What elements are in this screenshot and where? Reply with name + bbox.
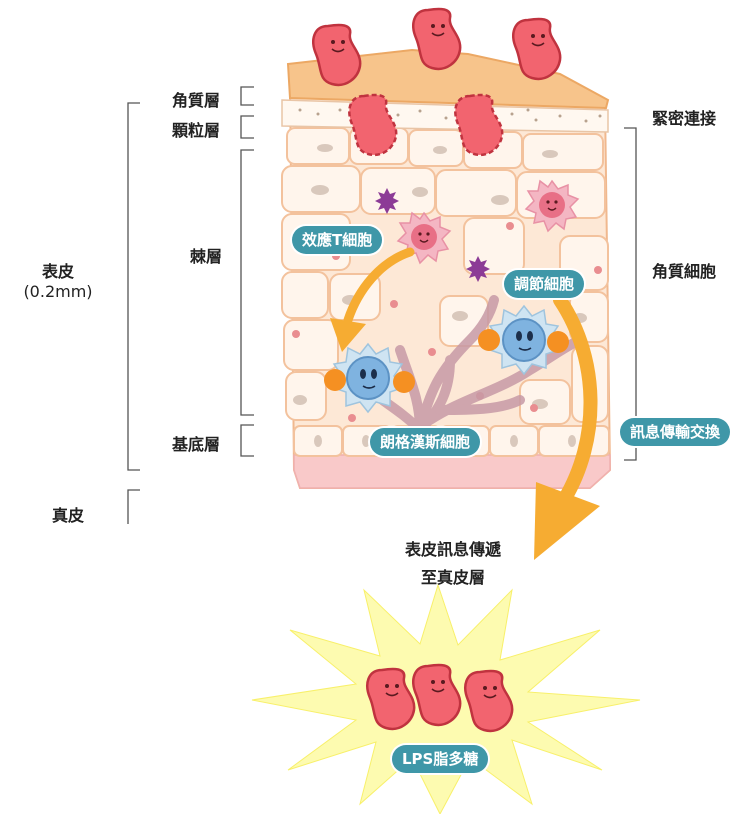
layer-brackets [127, 86, 637, 524]
pill-regulatory-cell: 調節細胞 [504, 270, 585, 298]
arrow-t-to-langerhans [330, 247, 415, 352]
label-stratum-granulosum: 顆粒層 [172, 121, 221, 140]
dermis-strip [293, 454, 611, 489]
label-epidermis-thickness: (0.2mm) [23, 282, 93, 301]
pink-t-cell-upper [524, 179, 580, 233]
caption-line-2: 至真皮層 [420, 568, 485, 587]
caption-line-1: 表皮訊息傳遞 [404, 540, 501, 559]
langerhans-cell-right [488, 304, 560, 376]
bacteria-penetrating [348, 93, 504, 157]
label-dermis: 真皮 [52, 506, 85, 525]
label-stratum-basale: 基底層 [172, 435, 221, 454]
label-tight-junction: 緊密連接 [652, 109, 717, 128]
label-keratinocyte: 角質細胞 [652, 262, 717, 281]
pill-langerhans-cell: 朗格漢斯細胞 [370, 428, 481, 456]
label-epidermis: 表皮 [41, 262, 74, 281]
cytokine-stars [375, 188, 490, 282]
pill-effector-t-cell: 效應T細胞 [292, 226, 383, 254]
pill-signal-exchange: 訊息傳輸交換 [620, 418, 731, 446]
label-stratum-spinosum: 棘層 [190, 247, 223, 266]
label-stratum-corneum: 角質層 [172, 91, 221, 110]
lps-bacteria [366, 663, 514, 733]
langerhans-cell-left [332, 342, 404, 414]
pill-lps: LPS脂多糖 [392, 745, 489, 773]
arrow-to-dermis [534, 293, 600, 560]
